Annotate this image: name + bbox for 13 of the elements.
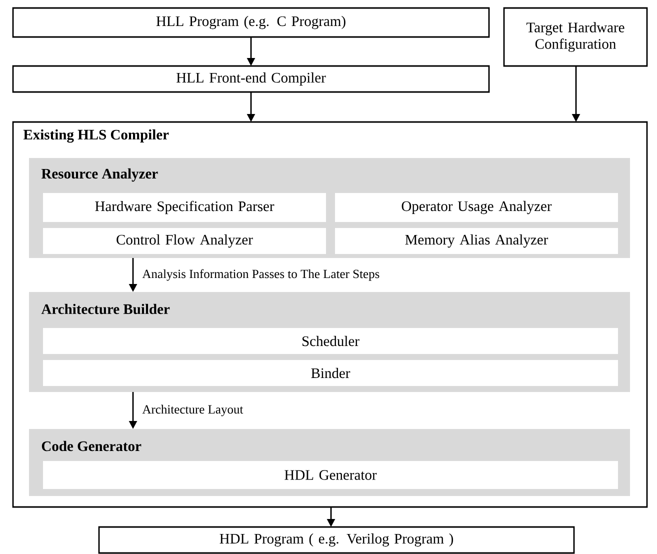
process-box: HDL Program ( e.g. Verilog Program ) — [98, 526, 575, 554]
process-box: HLL Program (e.g. C Program) — [12, 7, 490, 38]
module-box: Hardware Specification Parser — [43, 193, 326, 222]
edge-label: Analysis Information Passes to The Later Steps — [142, 269, 380, 281]
module-box: Control Flow Analyzer — [43, 228, 326, 254]
process-box: HLL Front-end Compiler — [12, 65, 490, 93]
module-box: Memory Alias Analyzer — [335, 228, 618, 254]
process-box: Target Hardware Configuration — [503, 7, 648, 67]
module-box: HDL Generator — [43, 461, 618, 489]
edge-label: Architecture Layout — [142, 404, 244, 416]
module-box: Scheduler — [43, 328, 618, 354]
module-box: Binder — [43, 360, 618, 386]
module-box: Operator Usage Analyzer — [335, 193, 618, 222]
